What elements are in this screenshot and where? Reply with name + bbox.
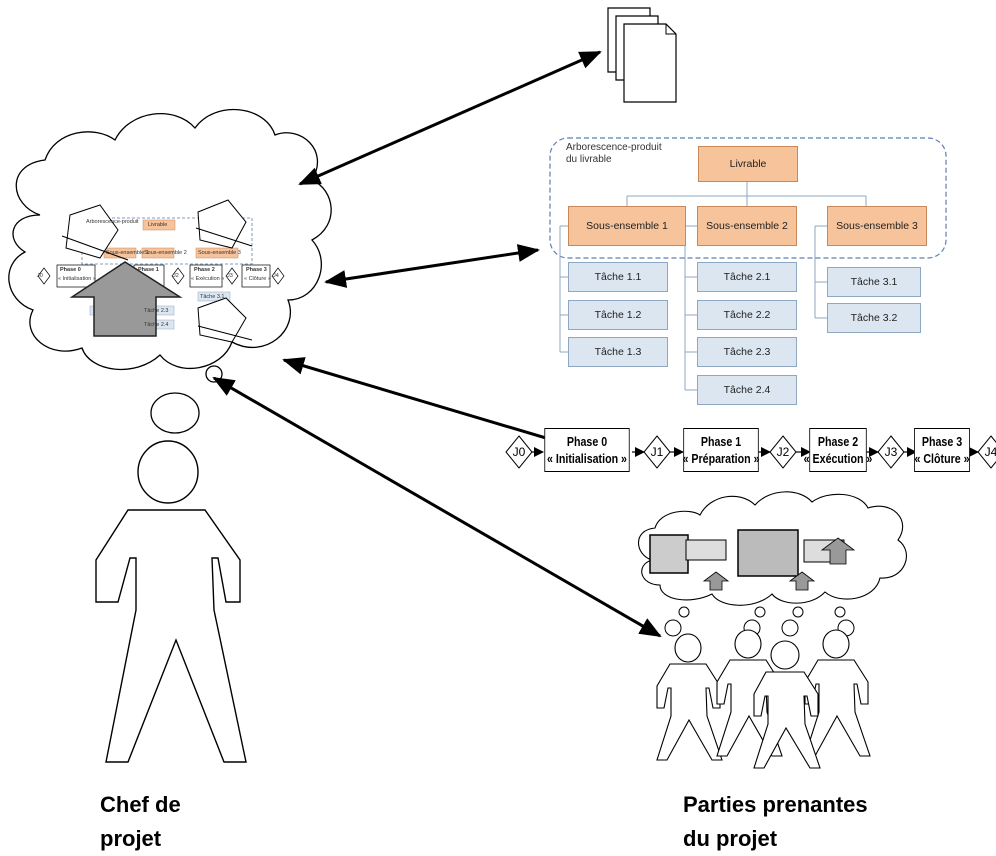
tree-subset-3: Sous-ensemble 3 (827, 206, 927, 246)
mini-phase-0: Phase 0 (60, 267, 81, 273)
tree-task-3-2: Tâche 3.2 (827, 303, 921, 333)
mini-tree-title: Arborescence-produit (86, 219, 139, 225)
stakeholder-figures (656, 629, 871, 769)
mini-phase-2-sub: « Exécution » (191, 276, 225, 282)
mini-phase-0-sub: « Initialisation » (58, 276, 96, 282)
tree-task-2-4: Tâche 2.4 (697, 375, 797, 405)
mini-task-b: Tâche 2.4 (144, 322, 169, 328)
tree-subset-1: Sous-ensemble 1 (568, 206, 686, 246)
phase-1-subtitle: « Préparation » (682, 451, 760, 466)
relation-arrows (212, 50, 662, 638)
mini-j0: J0 (37, 273, 43, 279)
tree-subset-2: Sous-ensemble 2 (697, 206, 797, 246)
milestone-j3: J3 (884, 445, 898, 459)
tree-task-1-2: Tâche 1.2 (568, 300, 668, 330)
mini-subset-3: Sous-ensemble 3 (198, 250, 241, 256)
tree-task-1-1: Tâche 1.1 (568, 262, 668, 292)
mini-j3: J3 (227, 273, 233, 279)
phase-0-subtitle: « Initialisation » (547, 451, 627, 466)
stakeholders-label: Parties prenantes du projet (683, 788, 868, 856)
mini-j2: J2 (173, 273, 179, 279)
tree-task-2-2: Tâche 2.2 (697, 300, 797, 330)
mini-diagram (37, 199, 285, 343)
milestone-j0: J0 (512, 445, 526, 459)
product-tree-title: Arborescence-produit du livrable (566, 142, 662, 166)
product-tree-container (549, 137, 947, 259)
mini-phase-3: Phase 3 (246, 267, 267, 273)
documents-icon (607, 7, 677, 103)
phase-0-title: Phase 0 (566, 434, 608, 449)
milestone-j1: J1 (650, 445, 664, 459)
phase-1-title: Phase 1 (700, 434, 742, 449)
mini-task-c: Tâche 3.1 (200, 294, 225, 300)
phase-3: Phase 3 « Clôture » (914, 428, 970, 472)
phase-3-title: Phase 3 (921, 434, 963, 449)
tree-task-2-3: Tâche 2.3 (697, 337, 797, 367)
phase-3-subtitle: « Clôture » (914, 451, 970, 466)
thought-bubble-large (150, 392, 200, 434)
mini-j4: J4 (273, 273, 279, 279)
mini-phase-1: Phase 1 (138, 267, 159, 273)
product-tree-title-line2: du livrable (566, 154, 612, 165)
tree-task-2-1: Tâche 2.1 (697, 262, 797, 292)
phase-1: Phase 1 « Préparation » (682, 428, 760, 472)
tree-root-livrable: Livrable (698, 146, 798, 182)
mini-root: Livrable (148, 222, 168, 228)
mini-task-a: Tâche 2.3 (144, 308, 169, 314)
stakeholders-label-line1: Parties prenantes (683, 792, 868, 817)
tree-task-1-3: Tâche 1.3 (568, 337, 668, 367)
manager-label: Chef de projet (100, 788, 181, 856)
phase-2-title: Phase 2 (817, 434, 859, 449)
stakeholder-bubbles (664, 606, 855, 637)
milestone-j4: J4 (984, 445, 996, 459)
phase-2: Phase 2 « Exécution » (804, 428, 872, 472)
milestone-j2: J2 (776, 445, 790, 459)
stakeholders-label-line2: du projet (683, 826, 778, 851)
manager-label-line2: projet (100, 826, 162, 851)
manager-label-line1: Chef de (100, 792, 181, 817)
phase-0: Phase 0 « Initialisation » (544, 428, 630, 472)
manager-thought-cloud (8, 108, 332, 371)
mini-subset-2: Sous-ensemble 2 (144, 250, 187, 256)
mini-phase-3-sub: « Clôture » (244, 276, 271, 282)
mini-phase-2: Phase 2 (194, 267, 215, 273)
phase-2-subtitle: « Exécution » (803, 451, 873, 466)
tree-task-3-1: Tâche 3.1 (827, 267, 921, 297)
product-tree-title-line1: Arborescence-produit (566, 142, 662, 153)
manager-figure (95, 440, 247, 763)
tree-connectors (559, 182, 867, 391)
mini-subset-1: Sous-ensemble 1 (106, 250, 149, 256)
